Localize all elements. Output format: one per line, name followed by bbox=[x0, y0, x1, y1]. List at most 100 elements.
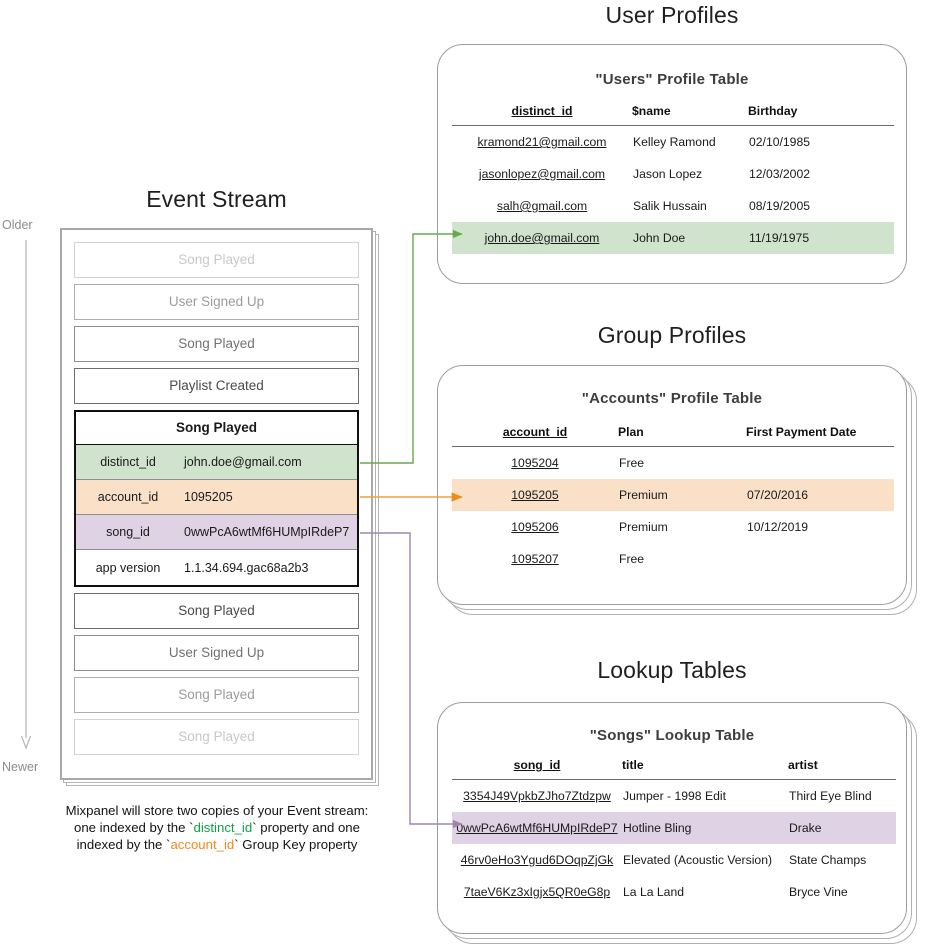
cell-distinct-id: jasonlopez@gmail.com bbox=[478, 167, 606, 181]
cell-first-payment-date: 10/12/2019 bbox=[747, 520, 808, 534]
cell-birthday: 11/19/1975 bbox=[748, 222, 894, 254]
table-row[interactable]: jasonlopez@gmail.com Jason Lopez 12/03/2… bbox=[452, 158, 894, 190]
event-row[interactable]: User Signed Up bbox=[74, 635, 359, 671]
songs-lookup-card: "Songs" Lookup Table song_id title artis… bbox=[437, 702, 907, 934]
table-row[interactable]: 1095206 Premium 10/12/2019 bbox=[452, 511, 894, 543]
table-row[interactable]: 1095207 Free bbox=[452, 543, 894, 575]
songs-table-title: "Songs" Lookup Table bbox=[589, 727, 755, 744]
property-key: song_id bbox=[106, 525, 150, 539]
event-row[interactable]: Song Played bbox=[74, 719, 359, 755]
accounts-table: account_id Plan First Payment Date 10952… bbox=[452, 425, 894, 575]
property-value: 1095205 bbox=[184, 490, 233, 504]
lookup-tables-title: Lookup Tables bbox=[597, 657, 747, 683]
property-key: account_id bbox=[97, 490, 159, 504]
cell-plan: Premium bbox=[618, 479, 746, 511]
caption-code-distinct-id: distinct_id bbox=[193, 820, 253, 835]
cell-first-payment-date bbox=[746, 543, 894, 575]
table-row[interactable]: 46rv0eHo3Ygud6DOqpZjGk Elevated (Acousti… bbox=[452, 844, 896, 876]
cell-birthday: 08/19/2005 bbox=[749, 199, 810, 213]
column-header-song-id: song_id bbox=[513, 758, 561, 772]
focused-event-card[interactable]: Song Played distinct_id john.doe@gmail.c… bbox=[74, 410, 359, 587]
event-property-account-id: account_id 1095205 bbox=[76, 480, 357, 515]
event-row[interactable]: Song Played bbox=[74, 242, 359, 278]
cell-account-id: 1095205 bbox=[511, 488, 559, 502]
cell-title: Jumper - 1998 Edit bbox=[623, 789, 726, 803]
cell-birthday: 12/03/2002 bbox=[749, 167, 810, 181]
table-row[interactable]: 3354J49VpkbZJho7Ztdzpw Jumper - 1998 Edi… bbox=[452, 780, 896, 813]
caption-line-3b: ` Group Key property bbox=[234, 837, 358, 852]
users-table: distinct_id $name Birthday kramond21@gma… bbox=[452, 104, 894, 254]
event-row[interactable]: Song Played bbox=[74, 593, 359, 629]
caption-line-2b: ` property and one bbox=[252, 820, 360, 835]
table-row-highlighted[interactable]: john.doe@gmail.com John Doe 11/19/1975 bbox=[452, 222, 894, 254]
cell-song-id: 3354J49VpkbZJho7Ztdzpw bbox=[463, 789, 611, 803]
time-axis-arrow-icon bbox=[20, 240, 32, 750]
table-row[interactable]: 1095204 Free bbox=[452, 447, 894, 480]
caption-line-3a: indexed by the ` bbox=[76, 837, 171, 852]
column-header-birthday: Birthday bbox=[748, 104, 798, 118]
accounts-profile-card: "Accounts" Profile Table account_id Plan… bbox=[437, 365, 907, 605]
event-row[interactable]: Song Played bbox=[74, 326, 359, 362]
cell-account-id: 1095206 bbox=[511, 520, 559, 534]
column-header-first-payment-date: First Payment Date bbox=[746, 425, 857, 439]
property-value: 0wwPcA6wtMf6HUMpIRdeP7 bbox=[184, 525, 350, 539]
event-stream-title: Event Stream bbox=[146, 186, 287, 212]
cell-name: Kelley Ramond bbox=[633, 135, 716, 149]
column-header-distinct-id: distinct_id bbox=[511, 104, 573, 118]
column-header-title: title bbox=[622, 758, 644, 772]
users-table-title: "Users" Profile Table bbox=[595, 71, 749, 88]
event-row[interactable]: Song Played bbox=[74, 677, 359, 713]
column-header-account-id: account_id bbox=[502, 425, 568, 439]
cell-birthday: 02/10/1985 bbox=[749, 135, 810, 149]
cell-name: Salik Hussain bbox=[633, 199, 707, 213]
caption-code-account-id: account_id bbox=[170, 837, 235, 852]
time-axis-older-label: Older bbox=[2, 218, 33, 232]
time-axis-newer-label: Newer bbox=[2, 760, 39, 774]
event-stream-card: Song Played User Signed Up Song Played P… bbox=[60, 228, 373, 780]
cell-title: La La Land bbox=[623, 885, 684, 899]
cell-title: Elevated (Acoustic Version) bbox=[623, 853, 773, 867]
cell-first-payment-date bbox=[746, 447, 894, 480]
caption-line-1: Mixpanel will store two copies of your E… bbox=[65, 803, 369, 818]
column-header-name: $name bbox=[632, 104, 671, 118]
cell-account-id: 1095207 bbox=[511, 552, 559, 566]
cell-plan: Free bbox=[619, 456, 645, 470]
event-property-distinct-id: distinct_id john.doe@gmail.com bbox=[76, 445, 357, 480]
cell-title: Hotline Bling bbox=[622, 812, 788, 844]
cell-name: Jason Lopez bbox=[633, 167, 703, 181]
cell-distinct-id: john.doe@gmail.com bbox=[484, 231, 600, 245]
cell-plan: Free bbox=[619, 552, 645, 566]
event-row[interactable]: Playlist Created bbox=[74, 368, 359, 404]
users-profile-card: "Users" Profile Table distinct_id $name … bbox=[437, 44, 907, 284]
property-value: john.doe@gmail.com bbox=[184, 455, 302, 469]
cell-plan: Premium bbox=[619, 520, 668, 534]
table-row-highlighted[interactable]: 0wwPcA6wtMf6HUMpIRdeP7 Hotline Bling Dra… bbox=[452, 812, 896, 844]
accounts-table-header-row: account_id Plan First Payment Date bbox=[452, 425, 894, 447]
table-row-highlighted[interactable]: 1095205 Premium 07/20/2016 bbox=[452, 479, 894, 511]
cell-song-id: 0wwPcA6wtMf6HUMpIRdeP7 bbox=[456, 821, 618, 835]
user-profiles-title: User Profiles bbox=[605, 2, 739, 28]
property-key: app version bbox=[95, 560, 161, 575]
table-row[interactable]: 7taeV6Kz3xIgjx5QR0eG8p La La Land Bryce … bbox=[452, 876, 896, 908]
table-row[interactable]: kramond21@gmail.com Kelley Ramond 02/10/… bbox=[452, 126, 894, 159]
songs-table-header-row: song_id title artist bbox=[452, 758, 896, 780]
cell-distinct-id: salh@gmail.com bbox=[496, 199, 588, 213]
focused-event-name: Song Played bbox=[76, 412, 357, 445]
event-property-song-id: song_id 0wwPcA6wtMf6HUMpIRdeP7 bbox=[76, 515, 357, 550]
cell-distinct-id: kramond21@gmail.com bbox=[477, 135, 607, 149]
group-profiles-title: Group Profiles bbox=[597, 322, 747, 348]
event-stream-caption: Mixpanel will store two copies of your E… bbox=[28, 802, 406, 853]
cell-song-id: 7taeV6Kz3xIgjx5QR0eG8p bbox=[463, 885, 611, 899]
cell-song-id: 46rv0eHo3Ygud6DOqpZjGk bbox=[460, 853, 614, 867]
cell-artist: Drake bbox=[788, 812, 896, 844]
cell-artist: Third Eye Blind bbox=[789, 789, 872, 803]
users-table-header-row: distinct_id $name Birthday bbox=[452, 104, 894, 126]
event-property-app-version: app version 1.1.34.694.gac68a2b3 bbox=[76, 550, 357, 585]
cell-artist: State Champs bbox=[789, 853, 867, 867]
cell-account-id: 1095204 bbox=[511, 456, 559, 470]
table-row[interactable]: salh@gmail.com Salik Hussain 08/19/2005 bbox=[452, 190, 894, 222]
songs-table: song_id title artist 3354J49VpkbZJho7Ztd… bbox=[452, 758, 896, 908]
event-row[interactable]: User Signed Up bbox=[74, 284, 359, 320]
accounts-table-title: "Accounts" Profile Table bbox=[581, 390, 763, 407]
